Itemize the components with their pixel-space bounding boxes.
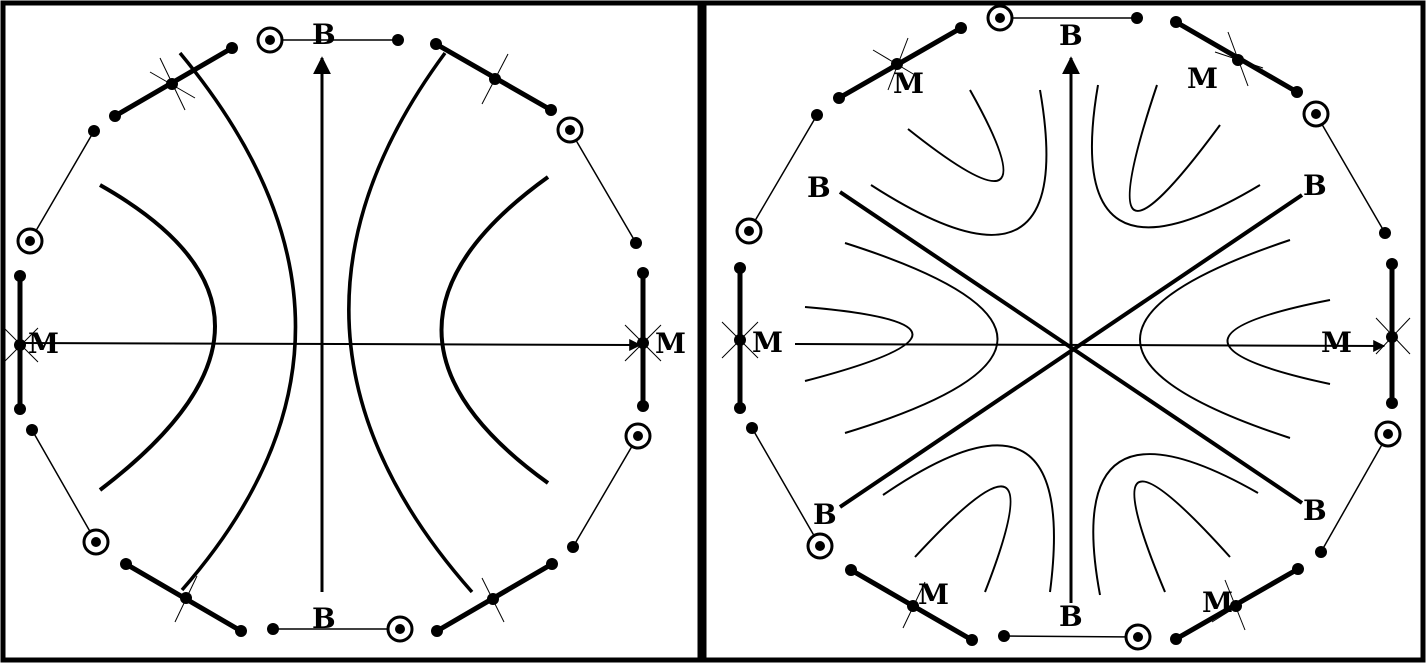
left-rim-dots [14,34,649,637]
right-ringed-nodes [735,4,1402,651]
left-curve-far-right [439,175,550,485]
right-label-left: M [752,326,783,359]
right-flow-curves [804,84,1331,596]
right-horizontal-axis-arrow [794,339,1386,352]
right-rim-thin-segments [748,17,1389,638]
left-rim-thin-segments [29,39,639,630]
right-label-rim-lower-left: M [918,578,949,611]
left-curve-inner-left [178,51,298,592]
right-label-right: M [1321,326,1352,359]
right-rim-dots [734,12,1398,646]
left-horizontal-axis-arrow [21,338,642,351]
left-curve-inner-right [347,51,474,594]
left-panel: B B M M [0,0,703,663]
left-rim-thick-segments [17,41,646,634]
left-panel-frame [0,0,703,663]
right-label-diag-upper-right: B [1303,169,1327,202]
left-label-right: M [655,327,686,360]
right-rim-thick-segments [737,19,1395,643]
right-label-diag-lower-right: B [1303,494,1327,527]
right-panel-frame [701,0,1426,663]
left-curve-far-left [98,183,217,492]
right-label-diag-upper-left: B [807,171,831,204]
left-label-left: M [28,327,59,360]
left-ringed-nodes [16,26,652,643]
right-label-rim-lower-right: M [1202,586,1233,619]
right-label-rim-upper-left: M [893,67,924,100]
right-label-bottom: B [1059,600,1083,633]
right-separatrices [838,190,1304,509]
right-label-rim-upper-right: M [1187,62,1218,95]
left-label-top: B [312,18,336,51]
right-label-top: B [1059,19,1083,52]
right-label-diag-lower-left: B [813,498,837,531]
right-panel: B B M M B B B B M M M M [701,0,1426,663]
left-label-bottom: B [312,602,336,635]
